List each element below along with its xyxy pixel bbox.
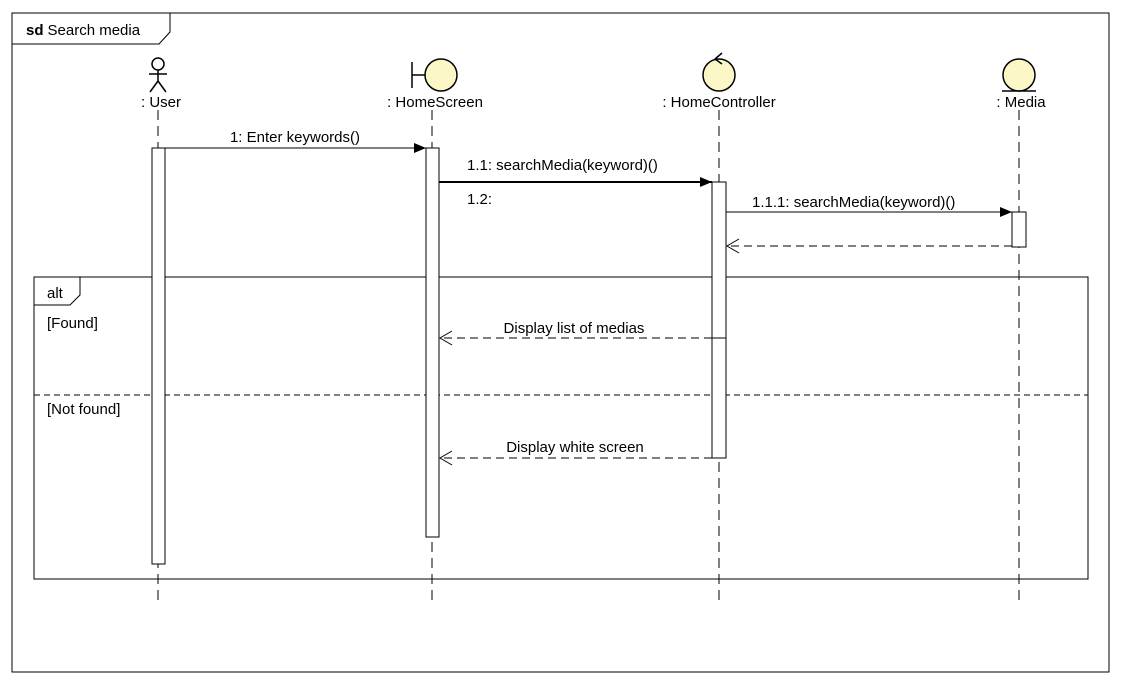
actor-icon xyxy=(149,57,167,93)
lifeline-label-media: : Media xyxy=(996,94,1046,111)
lifeline-label-homescreen: : HomeScreen xyxy=(387,94,483,111)
entity-icon xyxy=(1002,58,1036,92)
message-label-m12: 1.2: xyxy=(467,191,492,208)
return-arrow-found xyxy=(439,330,712,346)
alt-fragment-tab xyxy=(34,277,81,306)
frame-title-text: Search media xyxy=(48,22,141,39)
message-label-m1: 1: Enter keywords() xyxy=(230,129,360,146)
guard-found: [Found] xyxy=(47,315,98,332)
alt-fragment xyxy=(33,276,1089,580)
return-arrow-r111 xyxy=(726,238,1012,254)
guard-not-found: [Not found] xyxy=(47,401,120,418)
frame-keyword: sd xyxy=(26,22,44,39)
lifeline-label-homecontroller: : HomeController xyxy=(662,94,775,111)
lifeline-label-user: : User xyxy=(141,94,181,111)
alt-operator: alt xyxy=(47,285,64,302)
frame-title-tab xyxy=(12,13,171,45)
return-arrow-notfound xyxy=(439,450,712,466)
activation-user xyxy=(151,147,166,565)
message-label-m11: 1.1: searchMedia(keyword)() xyxy=(467,157,658,174)
message-label-notfound: Display white screen xyxy=(506,439,644,456)
message-label-m111: 1.1.1: searchMedia(keyword)() xyxy=(752,194,955,211)
activation-homecontroller xyxy=(711,181,727,459)
boundary-icon xyxy=(411,58,458,92)
activation-homescreen xyxy=(425,147,440,538)
control-icon xyxy=(702,52,736,92)
activation-media xyxy=(1011,211,1027,248)
message-label-found: Display list of medias xyxy=(504,320,645,337)
diagram-frame xyxy=(11,12,1110,673)
